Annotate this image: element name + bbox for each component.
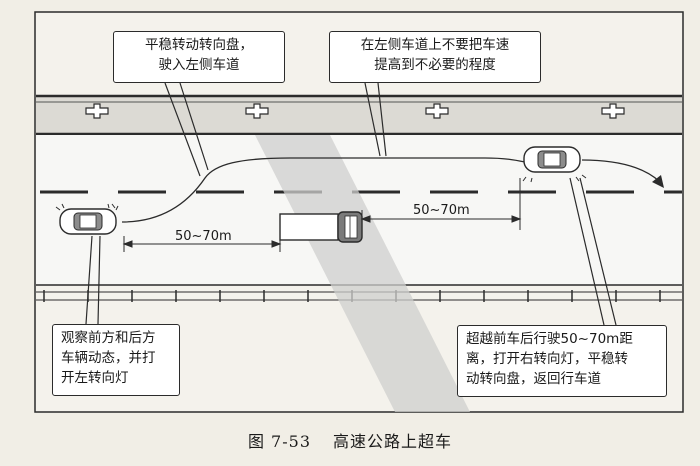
callout-line: 车辆动态，并打 — [61, 350, 156, 366]
callout-line: 超越前车后行驶50~70m距 — [466, 331, 633, 347]
ramp-band — [255, 135, 470, 412]
figure-caption: 图 7-53 高速公路上超车 — [0, 428, 700, 452]
figure-number: 图 7-53 — [247, 432, 312, 451]
distance-label-left: 50~70m — [175, 229, 232, 244]
return-arrowhead — [652, 175, 664, 188]
turn-signal-flash-icon — [55, 203, 119, 211]
median-cross — [245, 103, 269, 119]
callout-line: 平稳转动转向盘， — [145, 37, 253, 53]
callout-line: 离，打开右转向灯，平稳转 — [466, 351, 628, 367]
figure-title: 高速公路上超车 — [333, 432, 453, 451]
callout-line: 开左转向灯 — [61, 370, 129, 386]
distance-marker-left — [122, 236, 282, 252]
callout-steer-into-left-lane: 平稳转动转向盘， 驶入左侧车道 — [113, 31, 285, 83]
callout-line: 在左侧车道上不要把车速 — [360, 37, 510, 53]
median-cross — [85, 103, 109, 119]
truck-being-overtaken — [279, 211, 363, 243]
callout-leaders — [85, 82, 617, 326]
callout-speed-advice: 在左侧车道上不要把车速 提高到不必要的程度 — [329, 31, 541, 83]
median-cross — [601, 103, 625, 119]
leader-bottom-right — [569, 177, 617, 326]
callout-line: 驶入左侧车道 — [158, 57, 240, 73]
callout-line: 动转向盘，返回行车道 — [466, 371, 601, 387]
overtaking-path — [121, 157, 526, 223]
leader-top-left — [164, 82, 209, 177]
leader-bottom-left — [85, 235, 101, 325]
leader-top-right — [364, 82, 387, 157]
overtaking-car-end — [522, 146, 587, 183]
median-crosses — [85, 103, 625, 119]
overtaking-car-start — [55, 203, 119, 235]
callout-return-to-lane: 超越前车后行驶50~70m距 离，打开右转向灯，平稳转 动转向盘，返回行车道 — [457, 325, 667, 397]
distance-label-right: 50~70m — [413, 203, 470, 218]
callout-line: 观察前方和后方 — [61, 330, 156, 346]
median-cross — [425, 103, 449, 119]
distance-marker-right — [360, 178, 522, 230]
callout-observe-and-signal: 观察前方和后方 车辆动态，并打 开左转向灯 — [52, 324, 180, 396]
callout-line: 提高到不必要的程度 — [374, 57, 496, 73]
turn-signal-flash-icon — [522, 174, 587, 183]
return-arrow — [581, 159, 661, 183]
